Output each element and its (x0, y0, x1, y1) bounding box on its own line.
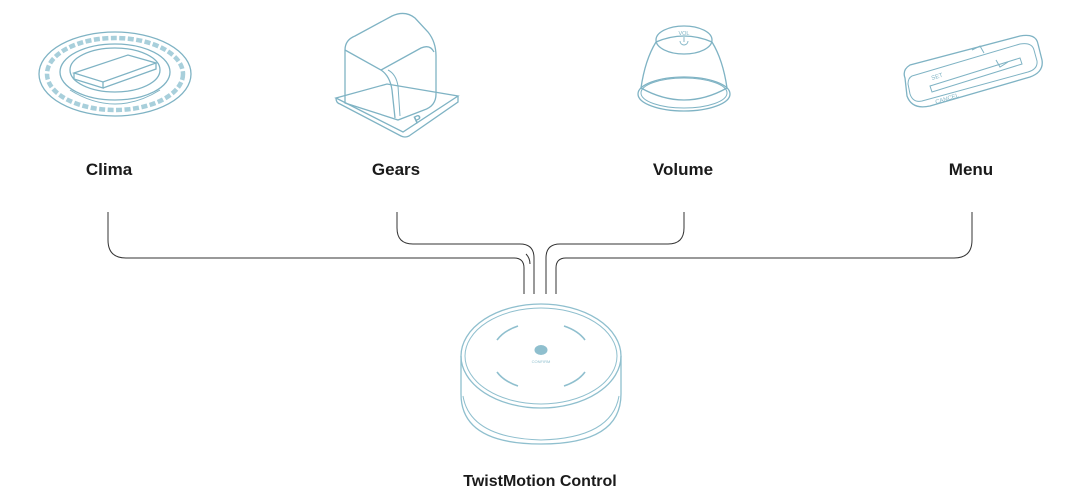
menu-control-icon: SET CANCEL (903, 34, 1043, 108)
volume-knob-icon: VOL (637, 25, 731, 112)
device-label-menu: Menu (948, 160, 994, 179)
clima-knob-icon (38, 31, 192, 117)
power-icon (679, 37, 689, 46)
gears-knob-icon: P (334, 12, 460, 138)
connector-lines (107, 212, 973, 294)
connector-clima (107, 212, 525, 294)
connector-menu (555, 212, 973, 294)
confirm-text: CONFIRM (532, 359, 551, 364)
volume-text: VOL (678, 31, 689, 37)
gears-letter: P (412, 113, 424, 127)
device-label-volume: Volume (652, 160, 714, 179)
connector-gears-outer (396, 212, 535, 294)
menu-cancel-label: CANCEL (935, 93, 961, 106)
connector-volume (545, 212, 685, 294)
twistmotion-controller-icon: CONFIRM (460, 303, 622, 445)
device-label-gears: Gears (371, 160, 421, 179)
menu-set-label: SET (931, 73, 944, 82)
confirm-button-icon (534, 345, 548, 355)
connector-gears-inner (525, 253, 531, 265)
device-label-clima: Clima (85, 160, 133, 179)
controller-label: TwistMotion Control (463, 473, 617, 490)
